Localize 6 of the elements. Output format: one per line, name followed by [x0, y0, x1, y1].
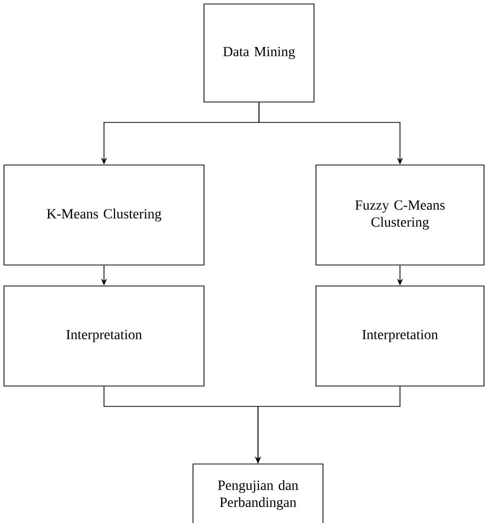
- process-box: Fuzzy C-Means Clustering: [316, 164, 484, 266]
- process-box: K-Means Clustering: [4, 164, 204, 266]
- process-box: Data Mining: [204, 4, 314, 102]
- process-box: Interpretation: [4, 286, 204, 386]
- process-box: Pengujian dan Perbandingan: [192, 464, 324, 523]
- process-box: Interpretation: [316, 286, 484, 386]
